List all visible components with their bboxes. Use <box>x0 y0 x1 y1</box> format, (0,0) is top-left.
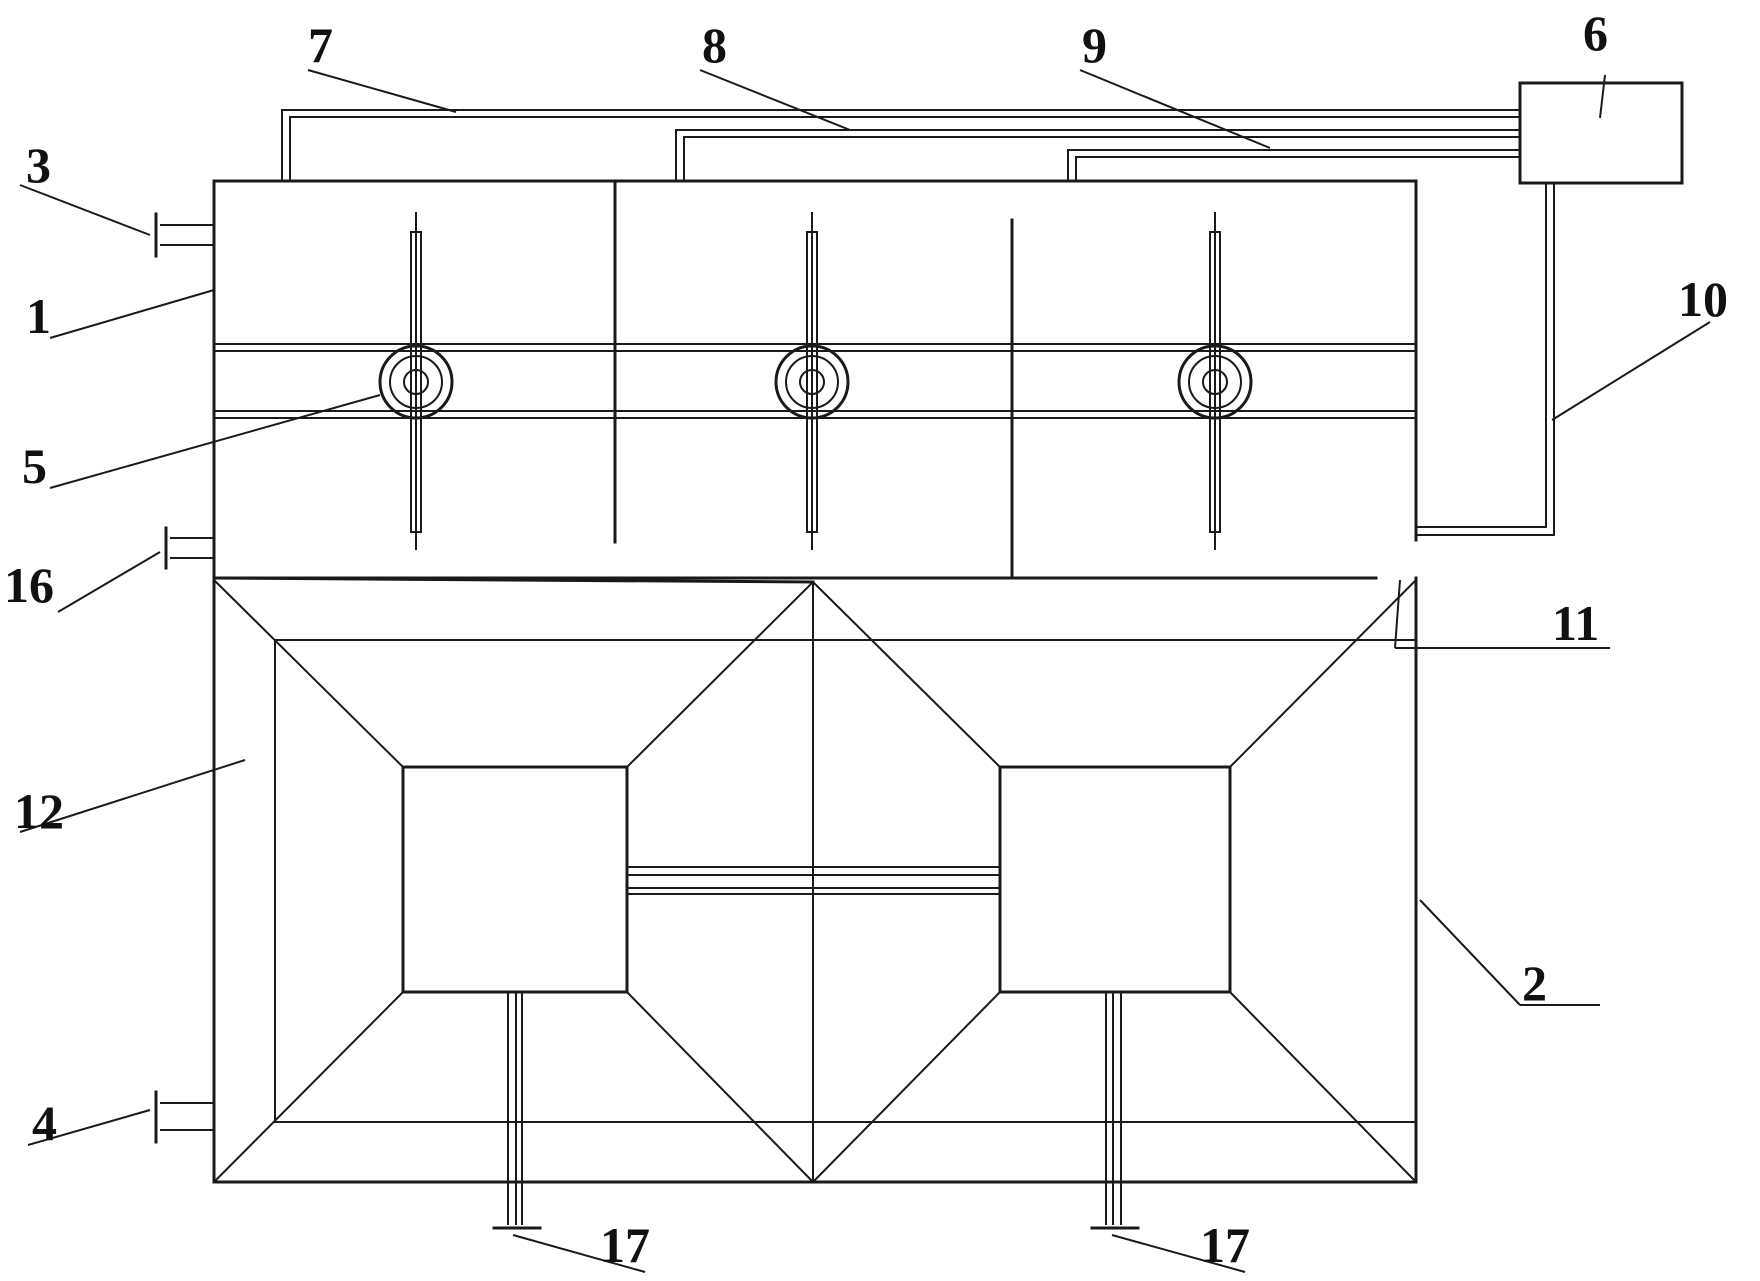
cable-7 <box>281 109 1520 181</box>
discharge-pipe-right <box>1090 992 1140 1230</box>
cable-8 <box>675 129 1520 181</box>
label-8: 8 <box>702 17 727 73</box>
agitator-3 <box>1177 212 1253 550</box>
label-10: 10 <box>1678 271 1728 327</box>
label-4: 4 <box>32 1095 57 1151</box>
cable-9 <box>1067 149 1520 181</box>
label-6: 6 <box>1583 5 1608 61</box>
discharge-pipe-left <box>492 992 542 1230</box>
label-17-right: 17 <box>1200 1217 1250 1273</box>
label-1: 1 <box>26 288 51 344</box>
nozzle-3 <box>154 212 214 258</box>
label-2: 2 <box>1522 955 1547 1011</box>
label-11: 11 <box>1552 595 1599 651</box>
upper-tank <box>212 179 1418 580</box>
label-12: 12 <box>14 783 64 839</box>
label-3: 3 <box>26 137 51 193</box>
label-17-left: 17 <box>600 1217 650 1273</box>
cable-10 <box>1416 183 1555 536</box>
hopper-left <box>401 765 629 994</box>
label-9: 9 <box>1082 17 1107 73</box>
nozzle-16 <box>164 526 214 570</box>
agitator-2 <box>774 212 850 550</box>
lower-tank <box>212 576 1418 1184</box>
hopper-right <box>998 765 1232 994</box>
label-16: 16 <box>4 557 54 613</box>
agitator-1 <box>378 212 454 550</box>
nozzle-4 <box>154 1090 214 1144</box>
control-box <box>1518 81 1684 185</box>
label-7: 7 <box>308 17 333 73</box>
label-5: 5 <box>22 438 47 494</box>
leader-lines <box>19 69 1711 1273</box>
